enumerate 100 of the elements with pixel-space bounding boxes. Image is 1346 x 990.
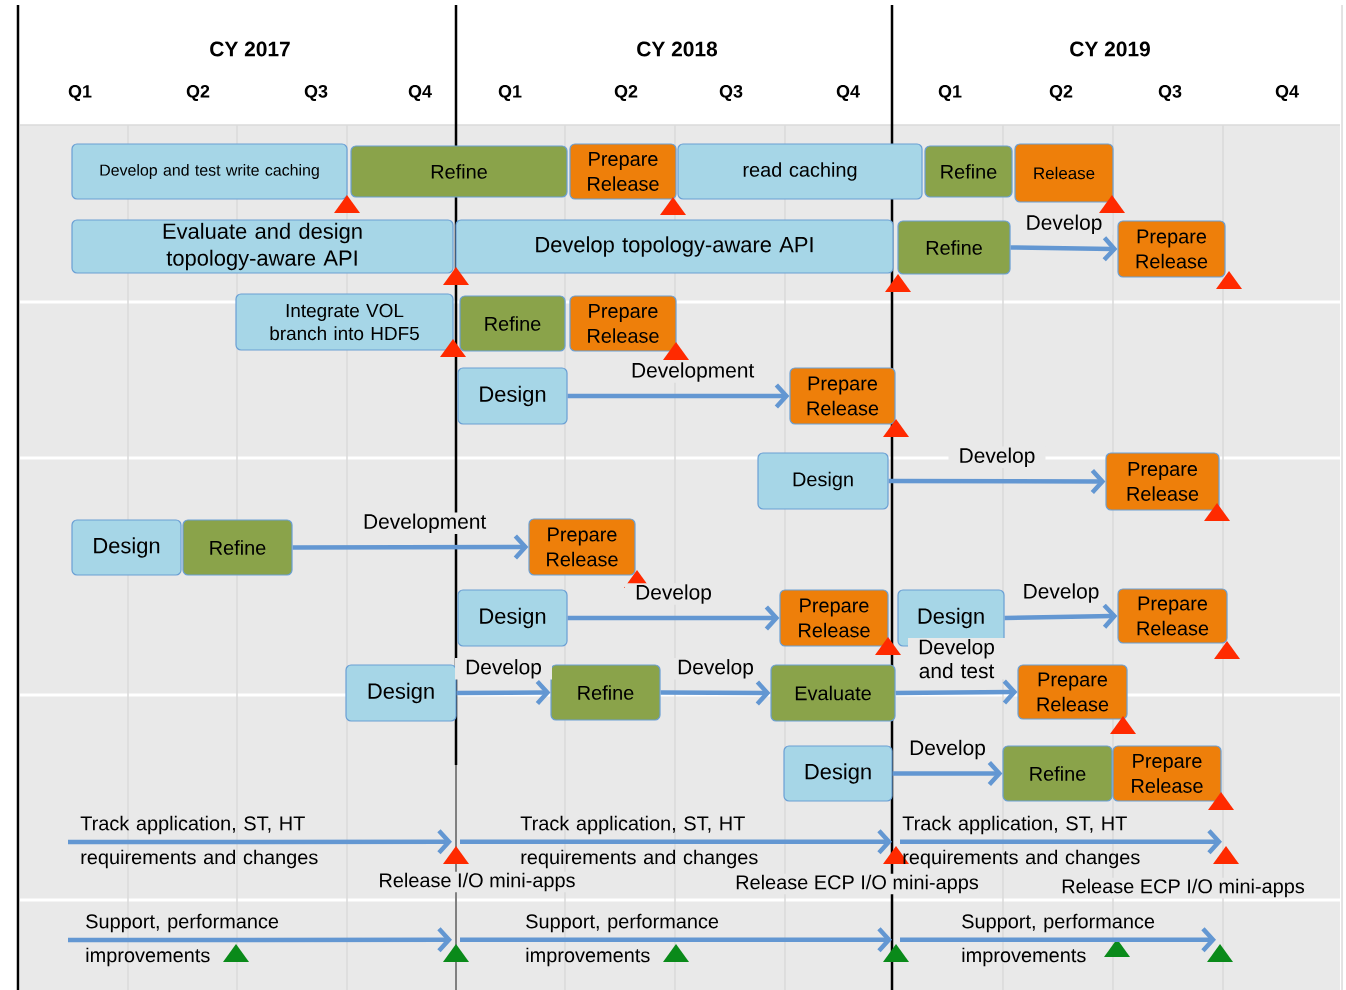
milestone-triangle xyxy=(883,419,909,437)
arrow xyxy=(68,829,452,855)
task-box: Prepare Release xyxy=(1117,588,1228,644)
quarter-heading: Q3 xyxy=(1158,84,1182,102)
milestone-triangle xyxy=(885,274,911,292)
edge-label: Develop xyxy=(678,659,753,679)
task-box: Evaluate and design topology-aware API xyxy=(71,219,454,274)
year-heading: CY 2019 xyxy=(1070,41,1150,57)
quarter-heading: Q2 xyxy=(186,84,210,102)
milestone-triangle xyxy=(663,342,689,360)
task-box: Design xyxy=(345,664,457,722)
arrow xyxy=(1010,236,1118,262)
arrow xyxy=(456,680,551,706)
quarter-heading: Q1 xyxy=(938,84,962,102)
task-box: Design xyxy=(71,519,182,576)
task-box: Develop topology-aware API xyxy=(455,219,894,274)
edge-label: Development xyxy=(364,513,487,534)
quarter-heading: Q4 xyxy=(1275,84,1299,102)
edge-label: Develop xyxy=(1024,583,1099,603)
track-note: Track application, ST, HT requirements and changes xyxy=(80,815,318,869)
task-box: Refine xyxy=(1002,745,1113,802)
task-box: Refine xyxy=(182,519,293,576)
milestone-triangle xyxy=(1104,939,1130,957)
track-note: Track application, ST, HT requirements and changes xyxy=(520,815,758,869)
release-note: Release I/O mini-apps xyxy=(380,872,575,892)
task-box: Design xyxy=(783,745,893,802)
year-heading: CY 2017 xyxy=(210,41,290,57)
arrow xyxy=(460,927,892,953)
task-box: Release xyxy=(1014,143,1114,203)
task-box: Prepare Release xyxy=(528,518,636,576)
milestone-triangle xyxy=(1204,503,1230,521)
milestone-triangle xyxy=(443,944,469,962)
task-box: Prepare Release xyxy=(1112,745,1222,802)
task-box: Prepare Release xyxy=(779,589,889,647)
task-box: Develop and test write caching xyxy=(71,143,348,200)
support-note: Support, performance improvements xyxy=(86,913,279,967)
edge-label: Develop xyxy=(636,584,711,604)
milestone-triangle xyxy=(1216,271,1242,289)
quarter-heading: Q3 xyxy=(719,84,743,102)
arrow xyxy=(1004,603,1118,629)
milestone-triangle xyxy=(440,339,466,357)
milestone-triangle xyxy=(1213,846,1239,864)
quarter-heading: Q4 xyxy=(836,84,860,102)
task-box: Design xyxy=(457,589,568,647)
milestone-triangle xyxy=(334,195,360,213)
release-note: Release ECP I/O mini-apps xyxy=(1062,878,1305,898)
task-box: Design xyxy=(457,367,568,425)
edge-label: Develop xyxy=(960,447,1035,468)
arrow xyxy=(900,927,1217,953)
year-heading: CY 2018 xyxy=(637,41,718,57)
task-box: Refine xyxy=(924,145,1013,198)
arrow xyxy=(895,679,1018,705)
arrow xyxy=(900,829,1223,855)
milestone-triangle xyxy=(663,944,689,962)
milestone-triangle xyxy=(1099,195,1125,213)
task-box: Prepare Release xyxy=(1017,664,1128,720)
edge-label: Develop xyxy=(910,739,985,760)
arrow xyxy=(660,680,771,706)
quarter-heading: Q2 xyxy=(614,84,638,102)
task-box: Prepare Release xyxy=(569,295,677,352)
arrow xyxy=(888,468,1106,494)
milestone-triangle xyxy=(443,846,469,864)
support-note: Support, performance improvements xyxy=(526,913,719,967)
edge-label: Develop xyxy=(466,659,541,679)
task-box: Evaluate xyxy=(770,664,896,722)
edge-label: Development xyxy=(632,362,755,382)
release-note: Release ECP I/O mini-apps xyxy=(736,874,979,894)
task-box: Integrate VOL branch into HDF5 xyxy=(235,293,454,351)
task-box: Prepare Release xyxy=(1105,452,1220,511)
task-box: Refine xyxy=(550,664,661,721)
arrow xyxy=(292,534,529,560)
arrow xyxy=(567,383,790,409)
milestone-triangle xyxy=(883,944,909,962)
milestone-triangle xyxy=(660,197,686,215)
milestone-triangle xyxy=(1110,716,1136,734)
arrow xyxy=(892,761,1003,787)
task-box: read caching xyxy=(677,143,923,200)
milestone-triangle xyxy=(443,267,469,285)
task-box: Refine xyxy=(459,295,566,352)
quarter-heading: Q3 xyxy=(304,84,328,102)
quarter-heading: Q2 xyxy=(1049,84,1073,102)
task-box: Prepare Release xyxy=(569,143,677,200)
quarter-heading: Q1 xyxy=(498,84,522,102)
task-box: Refine xyxy=(897,220,1011,275)
milestone-triangle xyxy=(1208,792,1234,810)
arrow xyxy=(460,829,892,855)
task-box: Refine xyxy=(350,145,568,198)
arrow xyxy=(567,605,780,631)
quarter-heading: Q4 xyxy=(408,84,432,102)
task-box: Design xyxy=(757,452,889,510)
task-box: Prepare Release xyxy=(1117,220,1226,278)
arrow xyxy=(68,927,452,953)
milestone-triangle xyxy=(1214,641,1240,659)
quarter-heading: Q1 xyxy=(68,84,92,102)
milestone-triangle xyxy=(1207,944,1233,962)
milestone-triangle xyxy=(875,637,901,655)
track-note: Track application, ST, HT requirements and changes xyxy=(902,815,1140,869)
milestone-triangle xyxy=(223,944,249,962)
edge-label: Develop xyxy=(1027,214,1102,235)
task-box: Prepare Release xyxy=(789,367,896,425)
